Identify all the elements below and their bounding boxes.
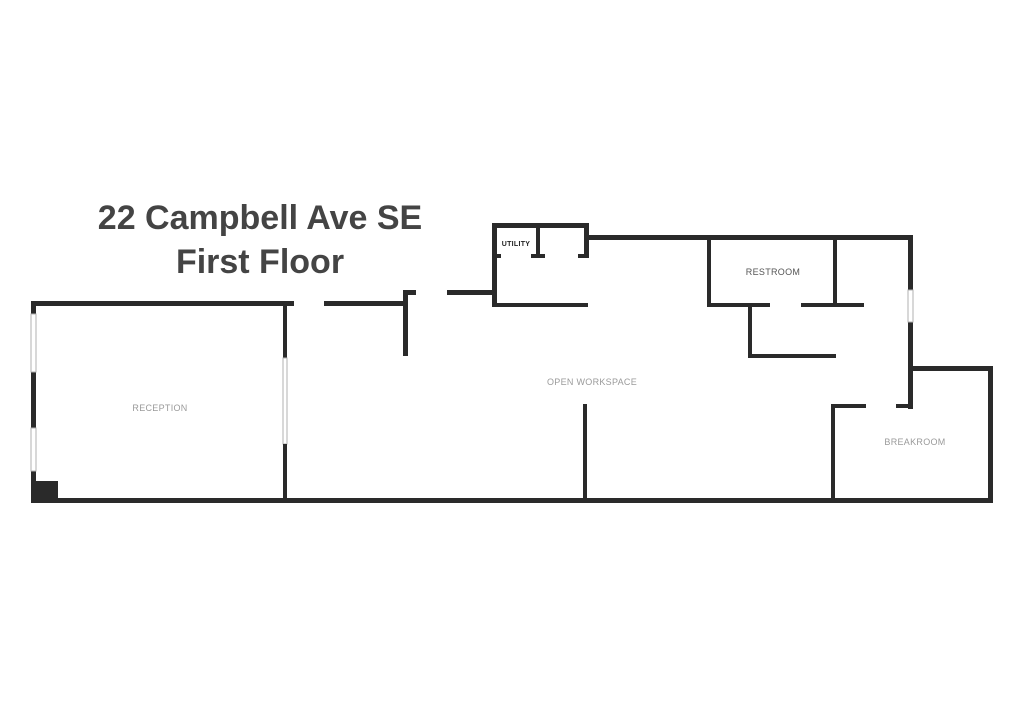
hall-wall-vertical bbox=[748, 307, 752, 358]
breakroom-top-right bbox=[896, 404, 913, 408]
window-right bbox=[907, 289, 914, 323]
reception-glass-partition bbox=[282, 357, 288, 445]
floor-plan-title: 22 Campbell Ave SE First Floor bbox=[60, 196, 460, 284]
restroom-bottom-right bbox=[801, 303, 864, 307]
workspace-divider bbox=[583, 404, 587, 499]
restroom-right-wall bbox=[833, 240, 837, 307]
utility-bottom-right bbox=[578, 254, 585, 258]
reception-partition-top bbox=[283, 306, 287, 358]
breakroom-right-wall bbox=[988, 366, 993, 503]
wall-top-stub bbox=[447, 290, 497, 295]
room-label-open-workspace: OPEN WORKSPACE bbox=[547, 377, 637, 387]
exterior-walls bbox=[31, 223, 993, 503]
breakroom-top-left bbox=[831, 404, 866, 408]
interior-walls bbox=[282, 228, 913, 499]
wall-bottom bbox=[31, 498, 993, 503]
floor-subtitle: First Floor bbox=[175, 243, 345, 281]
reception-partition-bottom bbox=[283, 444, 287, 499]
utility-divider bbox=[536, 228, 540, 256]
room-label-reception: RECEPTION bbox=[132, 403, 187, 413]
storage-bottom-wall bbox=[492, 303, 588, 307]
wall-left bbox=[31, 301, 36, 503]
restroom-left-wall bbox=[707, 240, 711, 307]
wall-right-upper-a bbox=[908, 235, 913, 290]
room-label-breakroom: BREAKROOM bbox=[884, 437, 945, 447]
wall-top-right bbox=[584, 235, 913, 240]
utility-bottom-mid bbox=[531, 254, 545, 258]
wall-top-left bbox=[31, 301, 294, 306]
wall-notch-cap bbox=[403, 290, 416, 295]
utility-right-wall bbox=[584, 223, 589, 258]
utility-left-wall bbox=[492, 223, 497, 307]
wall-right-upper-b bbox=[908, 322, 913, 409]
wall-notch-vertical bbox=[403, 290, 408, 356]
utility-bottom-left bbox=[497, 254, 501, 258]
windows bbox=[30, 289, 914, 472]
restroom-bottom-left bbox=[707, 303, 770, 307]
breakroom-left-wall bbox=[831, 404, 835, 499]
breakroom-top-outer bbox=[908, 366, 993, 371]
corner-column bbox=[36, 481, 58, 499]
wall-top-mid bbox=[324, 301, 408, 306]
room-labels: RECEPTION OPEN WORKSPACE RESTROOM BREAKR… bbox=[132, 241, 945, 447]
room-label-restroom: RESTROOM bbox=[746, 267, 800, 277]
window-left-upper bbox=[30, 313, 37, 373]
utility-top-wall bbox=[492, 223, 589, 228]
hall-wall-horizontal bbox=[748, 354, 836, 358]
room-label-utility: UTILITY bbox=[502, 241, 531, 248]
window-left-lower bbox=[30, 427, 37, 472]
address-title: 22 Campbell Ave SE bbox=[97, 199, 423, 237]
